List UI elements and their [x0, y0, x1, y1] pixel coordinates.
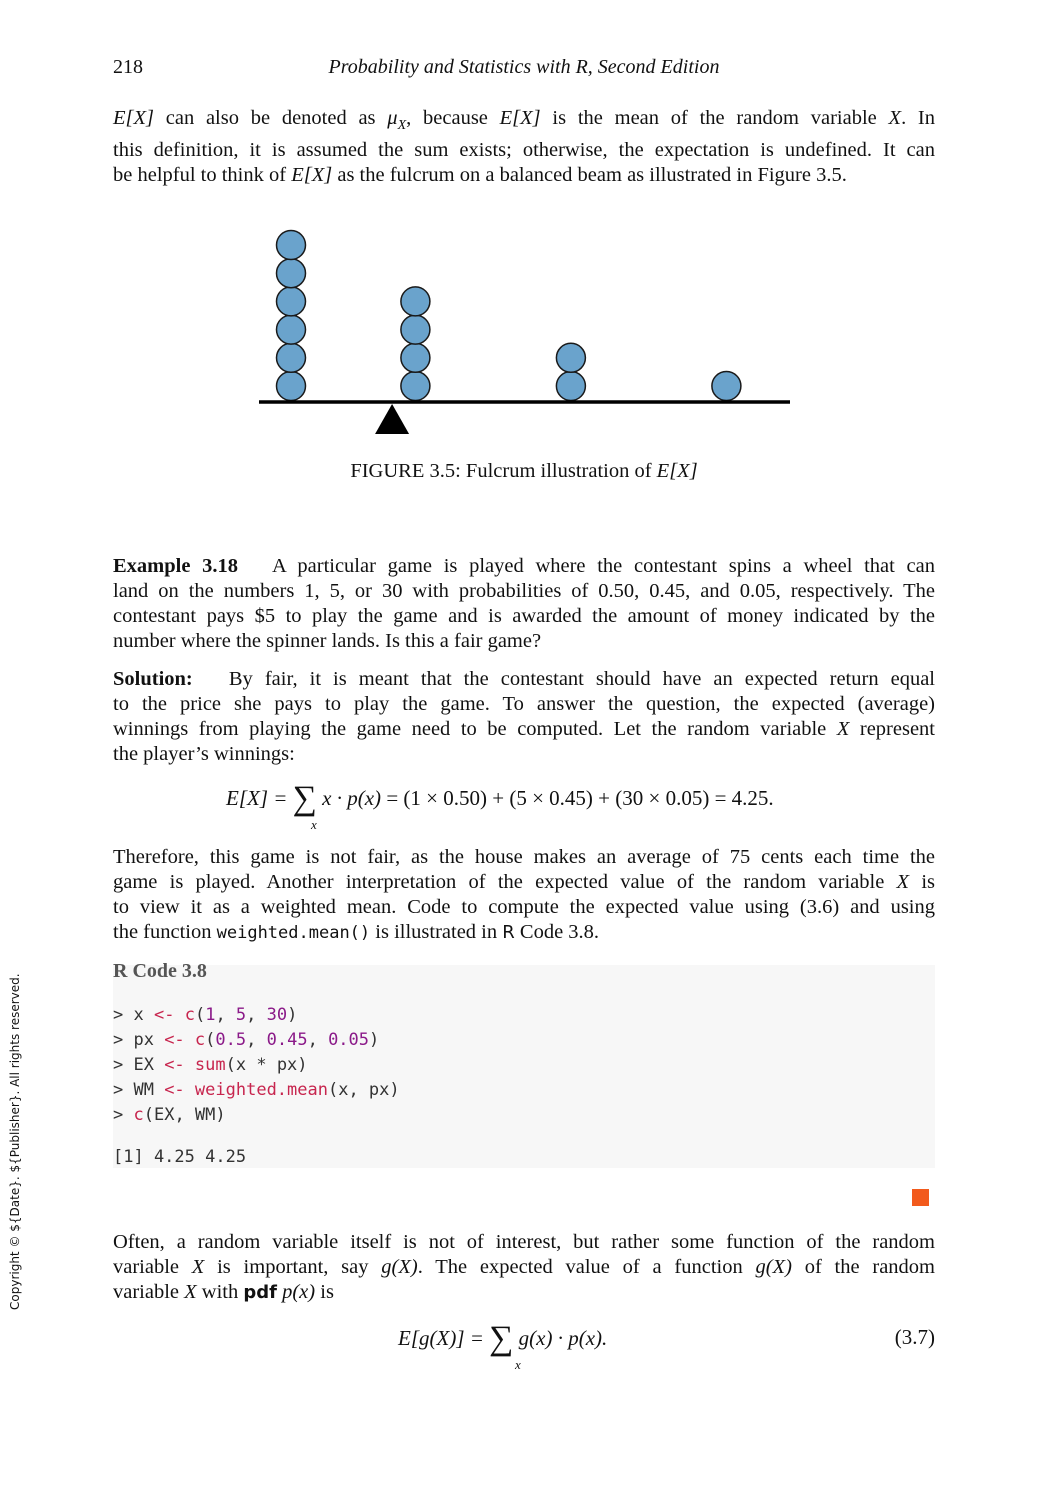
intro-paragraph: E[X] can also be denoted as μX, because …: [113, 106, 935, 188]
probability-ball: [400, 370, 431, 402]
solution-line-2: to the price she pays to play the game. …: [113, 693, 935, 715]
copyright-side-note: Copyright © ${Date}. ${Publisher}. All r…: [8, 973, 22, 1310]
intro-line-3: be helpful to think of E[X] as the fulcr…: [113, 164, 847, 187]
code-line-3: > EX <- sum(x * px): [113, 1055, 308, 1075]
probability-ball: [275, 314, 307, 345]
example-line-4: number where the spinner lands. Is this …: [113, 630, 542, 652]
solution-line-3: winnings from playing the game need to b…: [113, 718, 935, 740]
fulcrum-triangle: [375, 404, 410, 434]
code-line-2: > px <- c(0.5, 0.45, 0.05): [113, 1030, 380, 1050]
page-number: 218: [113, 56, 143, 78]
figure-caption: FIGURE 3.5: Fulcrum illustration of E[X]: [350, 460, 698, 482]
inline-code: weighted.mean(): [216, 923, 371, 943]
sum-symbol-2: ∑: [489, 1320, 514, 1357]
conclusion-paragraph: Therefore, this game is not fair, as the…: [113, 845, 935, 946]
fulcrum-figure: [259, 229, 790, 434]
probability-ball: [711, 370, 742, 402]
r-code-block: R Code 3.8 > x <- c(1, 5, 30) > px <- c(…: [113, 960, 935, 1168]
page-header: 218 Probability and Statistics with R, S…: [113, 56, 935, 82]
closing-line-3: variable X with pdf p(x) is: [113, 1281, 334, 1303]
conclusion-line-2: game is played. Another interpretation o…: [113, 871, 935, 893]
solution-paragraph: Solution: By fair, it is meant that the …: [113, 667, 935, 767]
probability-ball: [275, 229, 307, 261]
solution-line-4: the player’s winnings:: [113, 743, 295, 765]
code-output: [1] 4.25 4.25: [113, 1147, 247, 1167]
code-line-1: > x <- c(1, 5, 30): [113, 1005, 298, 1025]
intro-line-2: this definition, it is assumed the sum e…: [113, 139, 935, 162]
probability-ball: [400, 314, 431, 345]
end-of-example-marker: [912, 1189, 929, 1206]
intro-line-1: E[X] can also be denoted as μX, because …: [113, 107, 936, 134]
example-line-1: Example 3.18 A particular game is played…: [113, 555, 935, 577]
code-title: R Code 3.8: [113, 960, 207, 982]
probability-ball: [275, 257, 307, 289]
solution-line-1: Solution: By fair, it is meant that the …: [113, 668, 935, 690]
probability-ball: [400, 286, 431, 317]
probability-ball: [275, 286, 307, 317]
probability-ball: [555, 342, 587, 374]
equation-number: (3.7): [894, 1325, 935, 1349]
ball-stacks: [275, 229, 742, 402]
function-expectation-equation: E[g(X)] = ∑x g(x) · p(x).: [398, 1320, 608, 1373]
conclusion-line-4: the function weighted.mean() is illustra…: [113, 921, 600, 943]
closing-line-1: Often, a random variable itself is not o…: [113, 1231, 935, 1253]
expected-value-equation: E[X] = ∑x x · p(x) = (1 × 0.50) + (5 × 0…: [226, 780, 774, 833]
code-line-4: > WM <- weighted.mean(x, px): [113, 1080, 400, 1100]
sum-symbol: ∑: [292, 780, 317, 817]
example-label: Example 3.18: [113, 555, 239, 577]
probability-ball: [275, 370, 307, 402]
probability-ball: [555, 370, 587, 402]
code-lines: > x <- c(1, 5, 30) > px <- c(0.5, 0.45, …: [113, 1003, 400, 1128]
closing-paragraph: Often, a random variable itself is not o…: [113, 1230, 935, 1305]
probability-ball: [400, 342, 431, 374]
conclusion-line-3: to view it as a weighted mean. Code to c…: [113, 896, 935, 918]
example-line-2: land on the numbers 1, 5, or 30 with pro…: [113, 580, 935, 602]
running-title: Probability and Statistics with R, Secon…: [328, 56, 720, 78]
example-paragraph: Example 3.18 A particular game is played…: [113, 554, 935, 654]
solution-label: Solution:: [113, 668, 193, 690]
code-line-5: > c(EX, WM): [113, 1105, 226, 1125]
example-line-3: contestant pays $5 to play the game and …: [113, 605, 935, 627]
probability-ball: [275, 342, 307, 374]
conclusion-line-1: Therefore, this game is not fair, as the…: [113, 846, 935, 868]
closing-line-2: variable X is important, say g(X). The e…: [113, 1256, 935, 1278]
